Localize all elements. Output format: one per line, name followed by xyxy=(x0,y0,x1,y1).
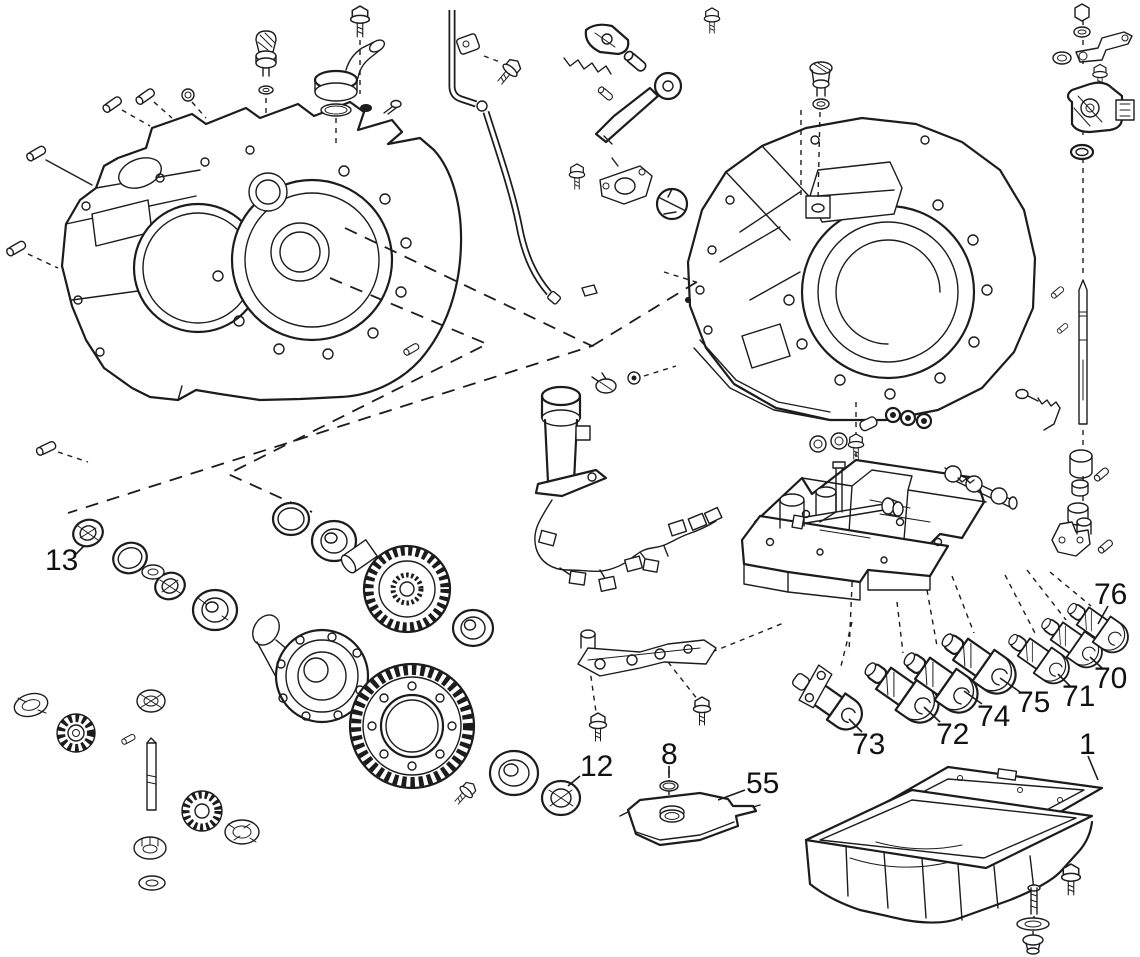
pinion-spider-gear xyxy=(56,713,96,753)
pinion-small-parts xyxy=(13,564,260,891)
seal-12 xyxy=(540,779,582,817)
oil-seal-13 xyxy=(72,518,104,548)
part-label-75: 75 xyxy=(1017,686,1050,719)
part-labels: 13 12 8 55 73 72 74 75 71 70 76 1 xyxy=(45,544,1127,801)
differential-parts xyxy=(72,501,582,817)
manual-valve-linkage xyxy=(791,433,904,530)
washer xyxy=(1073,26,1091,38)
side-bearing-4 xyxy=(488,749,540,797)
part-label-12: 12 xyxy=(580,750,613,783)
tabbed-washer xyxy=(224,819,260,845)
differential-case xyxy=(252,614,370,724)
manual-shift-lever xyxy=(1052,31,1133,65)
neutral-safety-switch xyxy=(1066,81,1135,134)
parking-lever xyxy=(594,71,683,145)
neutral-safety-switch-set xyxy=(1015,3,1135,557)
lock-nut xyxy=(1074,3,1090,22)
ring-gear xyxy=(348,662,476,790)
breather-plug xyxy=(255,30,277,95)
accumulator-bracket xyxy=(577,629,717,742)
tube-bracket xyxy=(456,33,480,55)
splined-gear xyxy=(181,790,223,832)
dipstick-tube xyxy=(448,10,598,305)
drain-plug xyxy=(1022,934,1044,955)
harness-connectors xyxy=(537,506,723,593)
transmission-case-right xyxy=(685,116,1037,422)
part-label-72: 72 xyxy=(936,718,969,751)
case-bolt xyxy=(349,5,371,38)
parking-pawl xyxy=(584,23,630,56)
drive-pinion-gear xyxy=(340,539,452,634)
pawl-spring xyxy=(563,57,612,75)
pan-bolt xyxy=(1060,863,1082,896)
part-label-74: 74 xyxy=(977,700,1010,733)
transaxle-housing-left xyxy=(60,100,463,402)
flat-washer xyxy=(138,875,166,891)
detent-spring-screw xyxy=(1015,388,1061,431)
oil-pan xyxy=(804,788,1094,924)
pinion-shaft xyxy=(146,737,157,811)
drain-plug-set xyxy=(1016,863,1082,955)
oil-strainer xyxy=(619,791,761,847)
side-bearing-3 xyxy=(451,608,495,648)
collar-2 xyxy=(1067,502,1089,526)
part-label-55: 55 xyxy=(746,767,779,800)
solenoid-73 xyxy=(791,664,864,731)
o-ring-8 xyxy=(659,780,679,792)
side-bearing-2 xyxy=(310,519,358,563)
castle-nut xyxy=(133,836,167,860)
drain-stud xyxy=(1027,884,1041,915)
thrust-washer xyxy=(141,564,165,580)
case-seals-row xyxy=(591,371,933,453)
seal-2 xyxy=(154,571,186,601)
lock-plate xyxy=(13,692,49,718)
spool-valve xyxy=(944,465,1018,510)
collar-1 xyxy=(1069,449,1093,479)
spacer xyxy=(1071,479,1089,497)
bolt-holes xyxy=(695,135,993,400)
drain-washer xyxy=(1016,917,1050,931)
part-label-70: 70 xyxy=(1094,662,1127,695)
ring-gear-bolt xyxy=(450,778,480,809)
accumulator-pistons xyxy=(779,486,837,529)
side-gear xyxy=(136,689,166,713)
parking-rod-bracket xyxy=(1051,517,1092,557)
small-screw xyxy=(383,99,402,115)
parking-pawl-set xyxy=(563,7,721,221)
ring-2 xyxy=(271,501,311,537)
part-label-13: 13 xyxy=(45,544,78,577)
grommet xyxy=(1069,143,1095,161)
snap-ring xyxy=(112,541,148,575)
manual-shift-shaft xyxy=(1078,279,1088,425)
part-label-73: 73 xyxy=(852,728,885,761)
side-bearing-1 xyxy=(191,588,239,632)
part-label-76: 76 xyxy=(1094,578,1127,611)
wiring-harness xyxy=(534,499,723,593)
case-plug xyxy=(591,371,641,394)
shift-solenoids xyxy=(791,592,1135,732)
interlock-plate xyxy=(599,157,653,205)
part-label-71: 71 xyxy=(1062,680,1095,713)
filler-union xyxy=(313,39,402,117)
filler-plug-and-washer xyxy=(809,61,833,110)
bolt-holes xyxy=(73,145,412,360)
speed-sensor xyxy=(534,385,608,498)
part-label-8: 8 xyxy=(661,738,678,771)
lock-pin xyxy=(120,733,137,746)
valve-body xyxy=(740,458,987,601)
blind-plug xyxy=(360,104,372,112)
part-label-1: 1 xyxy=(1079,728,1096,761)
cam-disc xyxy=(655,187,689,221)
